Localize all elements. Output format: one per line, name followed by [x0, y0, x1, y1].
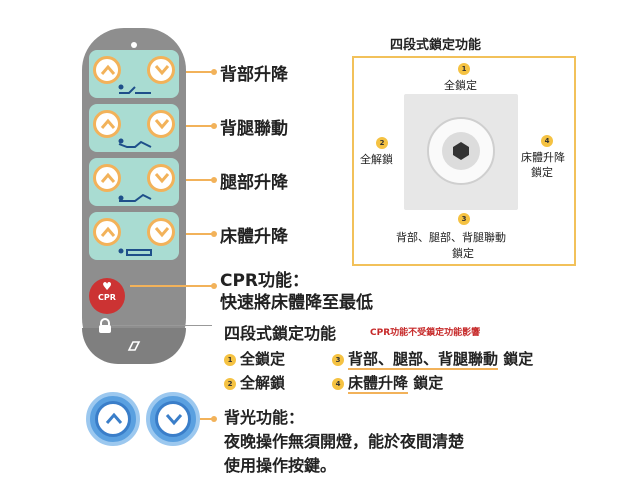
backlight-line-1: 夜晚操作無須開燈，能於夜間清楚: [224, 432, 465, 451]
chevron-up-icon: [100, 64, 116, 75]
lock-pos-1-badge: 1: [458, 63, 470, 75]
row-label-back: 背部升降: [220, 65, 288, 85]
chevron-down-icon: [154, 119, 170, 130]
bed-up-button[interactable]: [93, 218, 121, 246]
mode-3: 3 背部、腿部、背腿聯動 鎖定: [332, 348, 534, 370]
connector-dot: [211, 283, 217, 289]
mode-2-badge: 2: [224, 378, 236, 390]
backlit-up-inner: [95, 401, 131, 437]
mode-3-badge: 3: [332, 354, 344, 366]
connector-dot: [211, 123, 217, 129]
lock-pos-4-badge: 4: [541, 135, 553, 147]
mode-1-label: 全鎖定: [240, 350, 286, 368]
cpr-desc: 快速將床體降至最低: [220, 293, 373, 313]
brand-logo-icon: [127, 341, 141, 351]
mode-4-badge: 4: [332, 378, 344, 390]
lock-pos-4-label-2: 鎖定: [531, 166, 553, 179]
row-label-leg: 腿部升降: [220, 173, 288, 193]
chevron-down-icon: [165, 414, 183, 426]
bed-lift-icon: [118, 248, 152, 256]
leg-up-button[interactable]: [93, 164, 121, 192]
connector-line: [112, 325, 212, 326]
mode-3-suffix: 鎖定: [503, 350, 534, 368]
row-label-bed: 床體升降: [220, 227, 288, 247]
back-up-button[interactable]: [93, 56, 121, 84]
lock-icon[interactable]: [98, 318, 112, 334]
connector-line: [186, 233, 214, 235]
back-lift-pill: [89, 50, 179, 98]
back-lift-bed-icon: [118, 84, 151, 94]
leg-down-button[interactable]: [147, 164, 175, 192]
indicator-light: [131, 42, 137, 48]
connector-dot: [211, 177, 217, 183]
chevron-down-icon: [154, 65, 170, 76]
connector-line: [186, 125, 214, 127]
cpr-button[interactable]: ♥ CPR: [89, 278, 125, 314]
back-leg-pill: [89, 104, 179, 152]
mode-1-badge: 1: [224, 354, 236, 366]
heart-icon: ♥: [102, 280, 112, 293]
lock-pos-3-badge: 3: [458, 213, 470, 225]
back-down-button[interactable]: [147, 56, 175, 84]
connector-dot: [211, 231, 217, 237]
lock-pos-3-label-2: 鎖定: [452, 247, 474, 260]
mode-2: 2 全解鎖: [224, 372, 285, 393]
connector-line: [186, 179, 214, 181]
lock-diagram-box: [352, 56, 576, 266]
row-label-back-leg: 背腿聯動: [220, 119, 288, 139]
lock-pos-4-label-1: 床體升降: [521, 151, 565, 164]
mode-3-label: 背部、腿部、背腿聯動: [348, 350, 499, 370]
modes-note: CPR功能不受鎖定功能影響: [370, 328, 481, 338]
modes-title: 四段式鎖定功能: [224, 324, 337, 343]
backlit-down-button[interactable]: [146, 392, 200, 446]
lock-pos-3-label-1: 背部、腿部、背腿聯動: [396, 231, 506, 244]
lock-pos-2-label: 全解鎖: [360, 153, 393, 166]
back-leg-up-button[interactable]: [93, 110, 121, 138]
connector-line: [200, 418, 214, 420]
chevron-up-icon: [100, 118, 116, 129]
connector-dot: [211, 69, 217, 75]
mode-4: 4 床體升降 鎖定: [332, 372, 444, 394]
mode-2-label: 全解鎖: [240, 374, 286, 392]
back-leg-down-button[interactable]: [147, 110, 175, 138]
chevron-up-icon: [100, 226, 116, 237]
mode-1: 1 全鎖定: [224, 348, 285, 369]
cpr-title: CPR功能：: [220, 271, 310, 291]
lock-pos-2-badge: 2: [376, 137, 388, 149]
chevron-down-icon: [154, 227, 170, 238]
backlight-title: 背光功能：: [224, 408, 305, 427]
backlit-down-inner: [155, 401, 191, 437]
leg-lift-pill: [89, 158, 179, 206]
back-leg-bed-icon: [118, 138, 152, 148]
leg-lift-bed-icon: [118, 193, 152, 202]
connector-line: [186, 71, 214, 73]
lock-pos-1-label: 全鎖定: [444, 79, 477, 92]
hex-key-icon: [453, 142, 469, 160]
mode-4-suffix: 鎖定: [413, 374, 444, 392]
mode-4-label: 床體升降: [348, 374, 409, 394]
lock-diagram-title: 四段式鎖定功能: [390, 38, 482, 53]
cpr-button-label: CPR: [98, 293, 116, 302]
backlight-line-2: 使用操作按鍵。: [224, 456, 337, 475]
bed-down-button[interactable]: [147, 218, 175, 246]
connector-line: [130, 285, 214, 287]
backlit-up-button[interactable]: [86, 392, 140, 446]
chevron-down-icon: [154, 173, 170, 184]
bed-lift-pill: [89, 212, 179, 260]
chevron-up-icon: [100, 172, 116, 183]
connector-dot: [211, 416, 217, 422]
chevron-up-icon: [105, 412, 123, 424]
